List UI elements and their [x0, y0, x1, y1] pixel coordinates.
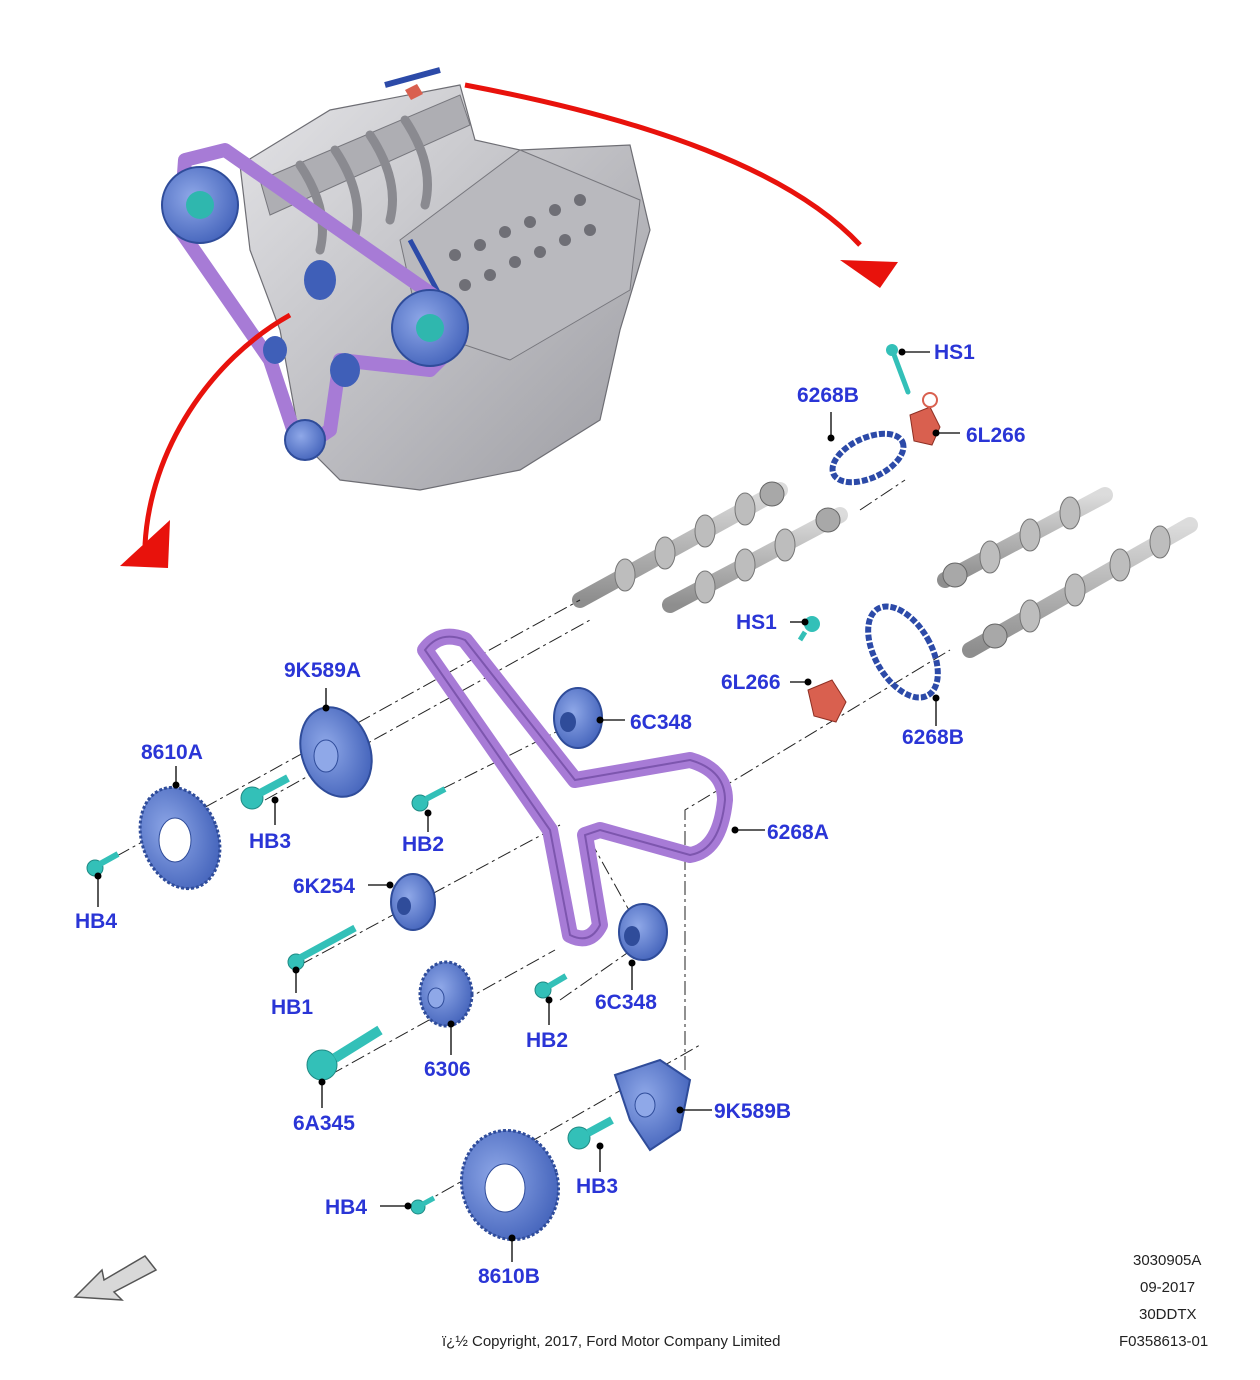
- callout-hs1-mid: HS1: [736, 611, 777, 634]
- cam-chain-lower: [865, 603, 941, 701]
- callout-6c348-top: 6C348: [630, 711, 692, 734]
- bolts: [86, 774, 614, 1215]
- camshaft-lower-right: [962, 517, 1198, 658]
- bolt-hb2-upper: [411, 786, 447, 812]
- callout-6268b-top: 6268B: [797, 384, 859, 407]
- bolt-hb4-upper: [86, 851, 120, 877]
- callout-8610b: 8610B: [478, 1265, 540, 1288]
- crank-sprocket-6306: [418, 960, 474, 1028]
- bolt-hb3-upper: [240, 774, 290, 810]
- cam-chain-upper: [829, 430, 907, 486]
- ref-code: 3030905A: [1133, 1252, 1202, 1269]
- figure-id: F0358613-01: [1119, 1333, 1209, 1350]
- hub-9k589a: [299, 706, 373, 798]
- chain-tensioner-upper: [909, 392, 941, 446]
- callout-hb4-bottom: HB4: [325, 1196, 368, 1219]
- callout-6268a: 6268A: [767, 821, 829, 844]
- callout-hb2-bottom: HB2: [526, 1029, 569, 1052]
- bolt-6a345: [306, 1025, 383, 1081]
- callout-8610a: 8610A: [141, 741, 203, 764]
- idler-6c348-upper: [553, 687, 603, 749]
- chain-tensioner-lower: [807, 679, 847, 723]
- callout-6a345: 6A345: [293, 1112, 355, 1135]
- callout-6l266-mid: 6L266: [721, 671, 781, 694]
- tensioner-bolt-upper: [886, 344, 911, 395]
- callout-6268b-mid: 6268B: [902, 726, 964, 749]
- bolt-hb4-lower: [410, 1195, 436, 1215]
- callout-6c348-bottom: 6C348: [595, 991, 657, 1014]
- diagram-date: 09-2017: [1140, 1279, 1196, 1296]
- copyright-notice: ï¿½ Copyright, 2017, Ford Motor Company …: [442, 1333, 781, 1350]
- tensioner-bolt-lower: [797, 616, 820, 642]
- callout-hb1: HB1: [271, 996, 314, 1019]
- camshaft-upper-right: [662, 507, 848, 613]
- callout-hb4-top: HB4: [75, 910, 118, 933]
- engine-assembly-illustration: [161, 67, 651, 491]
- timing-belt: [417, 628, 733, 947]
- callout-hb3-top: HB3: [249, 830, 292, 853]
- callout-hs1-top: HS1: [934, 341, 975, 364]
- idler-6c348-lower: [618, 903, 668, 961]
- leader-lines: [97, 351, 960, 1262]
- callout-6l266-top: 6L266: [966, 424, 1026, 447]
- sprocket-8610a: [138, 785, 222, 891]
- engine-cam-pulley-right: [391, 289, 469, 367]
- red-direction-arrows: [120, 82, 898, 568]
- engine-code: 30DDTX: [1139, 1306, 1197, 1323]
- bolt-hb2-lower: [534, 973, 568, 999]
- bolt-hb1: [287, 924, 357, 971]
- callout-hb2-top: HB2: [402, 833, 445, 856]
- sprocket-8610b: [459, 1128, 561, 1242]
- callout-9k589b: 9K589B: [714, 1100, 792, 1123]
- leader-dots: [94, 348, 940, 1242]
- tensioner-6k254: [390, 873, 436, 931]
- callout-9k589a: 9K589A: [284, 659, 362, 682]
- camshaft-lower-left: [937, 487, 1113, 588]
- callout-6306: 6306: [424, 1058, 471, 1081]
- camshaft-upper-left: [572, 481, 788, 608]
- hub-9k589b: [613, 1058, 692, 1152]
- bolt-hb3-lower: [567, 1116, 614, 1150]
- callout-6k254: 6K254: [293, 875, 355, 898]
- callout-hb3-bottom: HB3: [576, 1175, 619, 1198]
- engine-cam-pulley-left: [161, 166, 239, 244]
- front-direction-arrow-icon: [73, 1255, 158, 1301]
